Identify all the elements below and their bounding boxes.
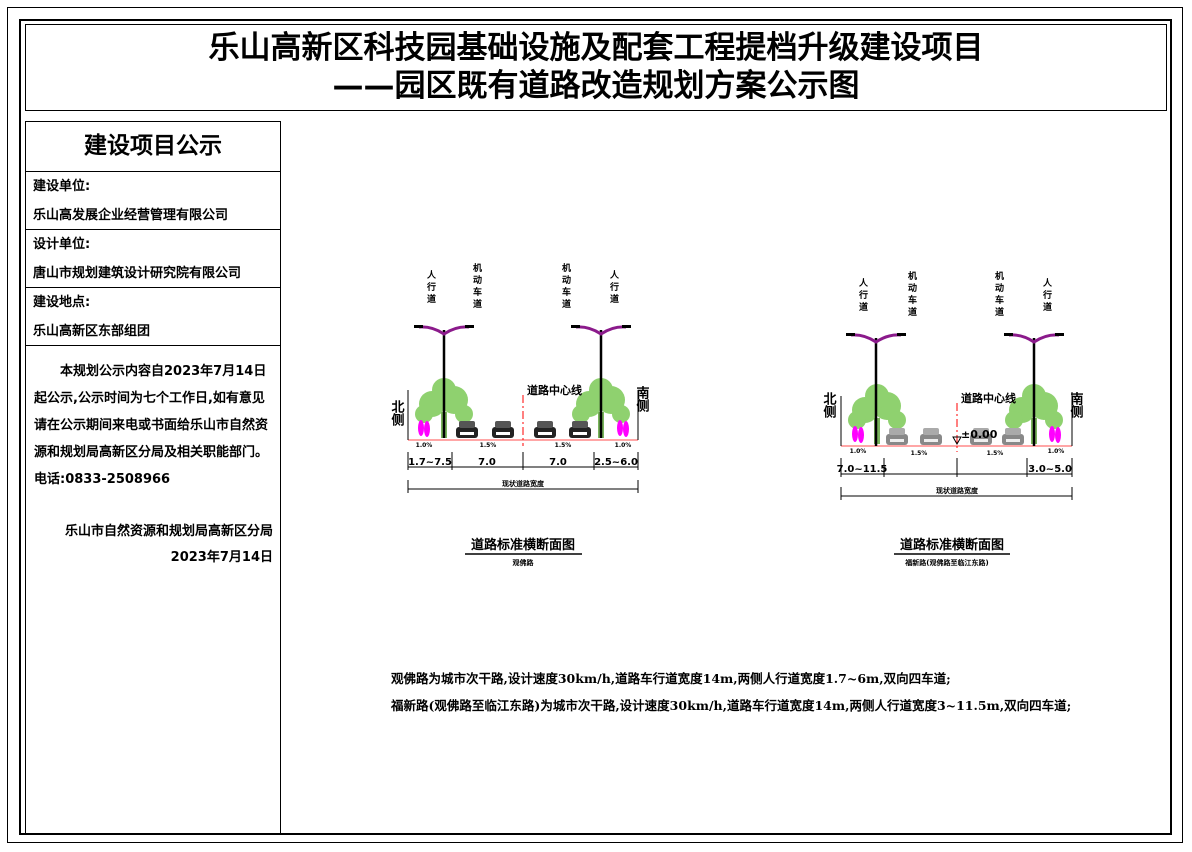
issuing-org: 乐山市自然资源和规划局高新区分局 [64,524,273,539]
slope-label: 1.5% [987,450,1004,457]
dim-label: 2.5~6.0 [594,457,638,468]
slope-label: 1.0% [850,448,867,455]
title-line-1: 乐山高新区科技园基础设施及配套工程提档升级建设项目 [208,30,984,66]
dim-label: 7.0 [478,457,496,468]
diagram-subtitle: 观佛路 [513,558,535,567]
label-carriageway-left: 机动车道 [906,271,916,319]
total-width-label: 现状道路宽度 [936,486,979,495]
panel-heading: 建设项目公示 [26,122,280,172]
label-carriageway-left: 机动车道 [471,263,481,311]
car-icon [534,421,556,438]
total-width-label: 现状道路宽度 [502,479,545,488]
designer-label: 设计单位: [33,237,91,252]
slope-label: 1.0% [615,442,632,449]
title-line-2: ——园区既有道路改造规划方案公示图 [332,68,860,104]
label-south: 南侧 [634,385,650,413]
outer-frame [7,7,1183,843]
builder-row: 建设单位: 乐山高发展企业经营管理有限公司 [26,172,280,230]
label-centerline: 道路中心线 [961,391,1016,405]
dim-label: 7.0~11.5 [837,464,888,475]
title-block: 乐山高新区科技园基础设施及配套工程提档升级建设项目 ——园区既有道路改造规划方案… [25,24,1167,111]
label-north: 北侧 [389,400,405,427]
site-value: 乐山高新区东部组团 [33,324,151,339]
dim-label: 7.0 [549,457,567,468]
diagram-title: 道路标准横断面图 [900,537,1004,553]
label-sidewalk-left: 人行道 [857,278,867,314]
label-sidewalk-left: 人行道 [425,270,435,306]
slope-label: 1.0% [1048,448,1065,455]
cross-section-guanfo-road: 北侧 南侧 道路中心线 1.0% 1.5% 1.5% 1.0% 1.7~7.5 … [389,323,650,567]
label-carriageway-right: 机动车道 [993,271,1003,319]
slope-label: 1.5% [911,450,928,457]
site-label: 建设地点: [33,295,91,310]
car-icon [920,428,942,445]
diagram-subtitle: 福新路(观佛路至临江东路) [904,558,988,567]
elevation-marker-icon [952,436,962,446]
label-sidewalk-right: 人行道 [608,270,618,306]
car-icon [886,428,908,445]
designer-value: 唐山市规划建筑设计研究院有限公司 [33,266,242,281]
description-guanfo-road: 观佛路为城市次干路,设计速度30km/h,道路车行道宽度14m,两侧人行道宽度1… [391,671,951,686]
cross-section-fuxin-road: 北侧 南侧 道路中心线 ±0.00 1.0% 1.5% 1.5% 1.0% 7.… [821,331,1084,567]
inner-frame [19,19,1172,835]
car-icon [569,421,591,438]
issue-date: 2023年7月14日 [170,550,273,565]
elevation-label: ±0.00 [961,428,998,441]
label-carriageway-right: 机动车道 [560,263,570,311]
dim-label: 3.0~5.0 [1028,464,1072,475]
car-icon [492,421,514,438]
slope-label: 1.5% [555,442,572,449]
car-icon [1002,428,1024,445]
label-centerline: 道路中心线 [527,383,582,397]
dim-label: 1.7~7.5 [408,457,452,468]
designer-row: 设计单位: 唐山市规划建筑设计研究院有限公司 [26,230,280,288]
phone-text: 电话:0833-2508966 [34,472,171,487]
project-notice-panel: 建设项目公示 建设单位: 乐山高发展企业经营管理有限公司 设计单位: 唐山市规划建筑… [25,121,281,835]
label-south: 南侧 [1068,391,1084,419]
builder-value: 乐山高发展企业经营管理有限公司 [33,208,229,223]
label-sidewalk-right: 人行道 [1041,278,1051,314]
car-icon [456,421,478,438]
notice-text: 本规划公示内容自2023年7月14日起公示,公示时间为七个工作日,如有意见请在公… [34,364,269,460]
label-north: 北侧 [821,392,837,419]
description-fuxin-road: 福新路(观佛路至临江东路)为城市次干路,设计速度30km/h,道路车行道宽度14… [391,698,1072,713]
diagram-title: 道路标准横断面图 [471,537,575,553]
slope-label: 1.5% [480,442,497,449]
slope-label: 1.0% [416,442,433,449]
builder-label: 建设单位: [33,179,91,194]
site-row: 建设地点: 乐山高新区东部组团 [26,288,280,346]
